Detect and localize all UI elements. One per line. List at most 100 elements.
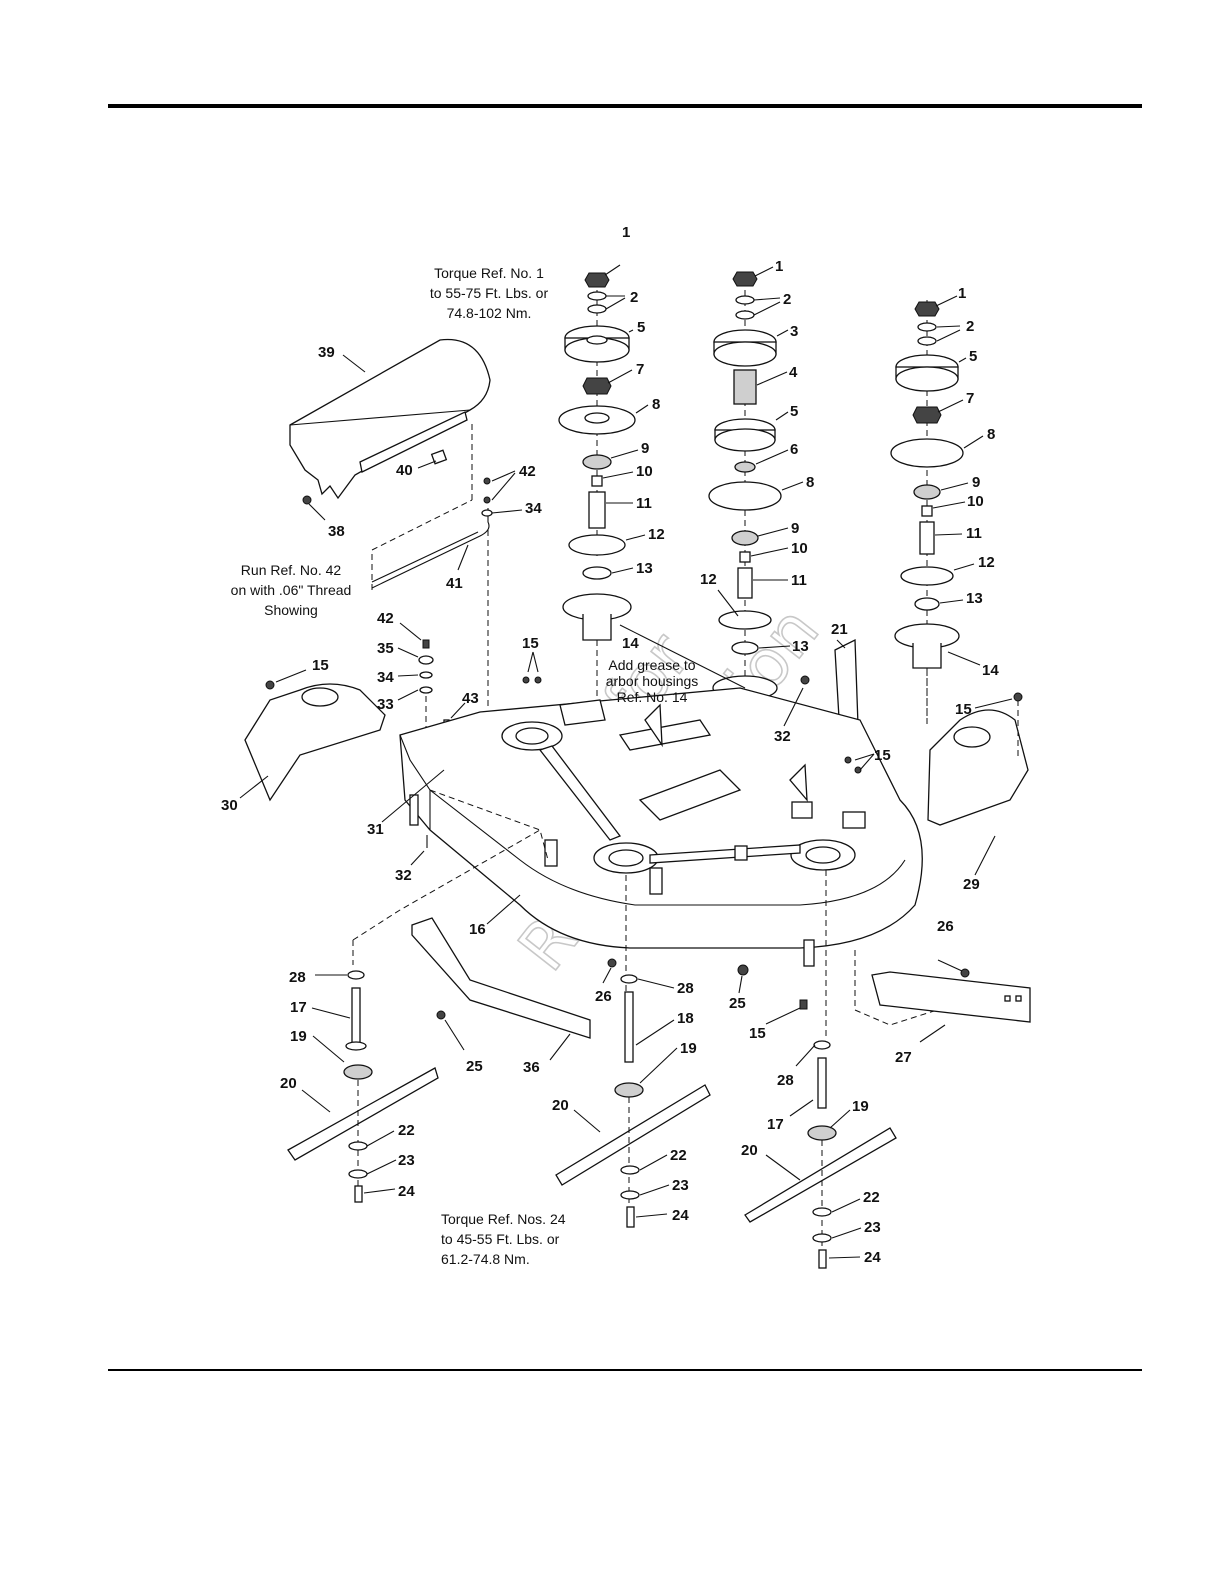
callout-label: 24 <box>864 1249 881 1266</box>
callout-label: 10 <box>636 463 653 480</box>
callout-label: 21 <box>831 621 848 638</box>
callout-label: 23 <box>864 1219 881 1236</box>
callout-label: 15 <box>312 657 329 674</box>
callout-label: 20 <box>552 1097 569 1114</box>
note-line: 61.2-74.8 Nm. <box>441 1251 530 1267</box>
part-36-front-guard <box>411 917 591 1039</box>
part-4-hub-center <box>733 369 757 405</box>
note-line: Torque Ref. Nos. 24 <box>441 1211 566 1227</box>
callout-label: 20 <box>280 1075 297 1092</box>
callout-label: 11 <box>636 495 652 512</box>
left-blade-assembly <box>287 970 439 1203</box>
callout-label: 31 <box>367 821 384 838</box>
note-run-ref: Run Ref. No. 42 on with .06" Thread Show… <box>231 562 352 618</box>
callout-label: 22 <box>863 1189 880 1206</box>
part-39-belt-cover <box>289 338 491 505</box>
note-line: Torque Ref. No. 1 <box>434 265 544 281</box>
callout-label: 23 <box>672 1177 689 1194</box>
callout-label: 28 <box>289 969 306 986</box>
part-41-rod <box>371 420 493 710</box>
note-line: Run Ref. No. 42 <box>241 562 342 578</box>
part-1-nut-left <box>584 272 610 288</box>
callout-label: 25 <box>729 995 746 1012</box>
callout-label: 10 <box>791 540 808 557</box>
callout-label: 32 <box>774 728 791 745</box>
note-line: Showing <box>264 602 318 618</box>
callout-label: 7 <box>966 390 974 407</box>
callout-label: 33 <box>377 696 394 713</box>
left-spindle-assembly <box>558 272 636 641</box>
callout-label: 34 <box>525 500 542 517</box>
header-rule <box>108 104 1142 108</box>
note-line: to 55-75 Ft. Lbs. or <box>430 285 549 301</box>
callout-label: 8 <box>652 396 660 413</box>
callout-label: 15 <box>749 1025 766 1042</box>
footer-rule <box>108 1369 1142 1371</box>
callout-label: 27 <box>895 1049 912 1066</box>
callout-label: 24 <box>398 1183 415 1200</box>
right-spindle-assembly <box>890 300 964 720</box>
note-torque-top: Torque Ref. No. 1 to 55-75 Ft. Lbs. or 7… <box>430 265 549 321</box>
part-29-baffle-right <box>927 692 1029 826</box>
callout-label: 35 <box>377 640 394 657</box>
center-spindle-assembly <box>708 271 782 721</box>
callout-numbers: 1 2 5 7 8 9 10 11 12 13 14 1 2 3 4 5 6 8… <box>221 224 999 1266</box>
callout-label: 39 <box>318 344 335 361</box>
callout-label: 11 <box>791 572 807 589</box>
callout-label: 20 <box>741 1142 758 1159</box>
part-8-bracket-center <box>708 481 782 511</box>
callout-label: 2 <box>630 289 638 306</box>
note-line: Add grease to <box>608 657 695 673</box>
center-blade-assembly <box>555 958 711 1228</box>
part-9-bearing-left <box>582 454 612 470</box>
leader-lines <box>239 264 1013 1259</box>
part-1-nut-right <box>914 301 940 317</box>
callout-label: 24 <box>672 1207 689 1224</box>
callout-label: 28 <box>677 980 694 997</box>
callout-label: 26 <box>937 918 954 935</box>
callout-label: 8 <box>987 426 995 443</box>
callout-label: 19 <box>852 1098 869 1115</box>
callout-label: 9 <box>641 440 649 457</box>
callout-label: 16 <box>469 921 486 938</box>
callout-label: 1 <box>775 258 783 275</box>
part-1-nut-center <box>732 271 758 287</box>
part-7-nut-left <box>582 377 612 395</box>
callout-label: 12 <box>648 526 665 543</box>
callout-label: 9 <box>972 474 980 491</box>
callout-label: 15 <box>874 747 891 764</box>
callout-label: 6 <box>790 441 798 458</box>
callout-label: 32 <box>395 867 412 884</box>
callout-label: 18 <box>677 1010 694 1027</box>
callout-label: 1 <box>958 285 966 302</box>
callout-label: 19 <box>290 1028 307 1045</box>
callout-label: 25 <box>466 1058 483 1075</box>
callout-label: 19 <box>680 1040 697 1057</box>
callout-label: 13 <box>966 590 983 607</box>
note-line: on with .06" Thread <box>231 582 352 598</box>
right-blade-assembly <box>737 964 897 1269</box>
callout-label: 13 <box>792 638 809 655</box>
callout-label: 3 <box>790 323 798 340</box>
callout-label: 7 <box>636 361 644 378</box>
callout-label: 15 <box>522 635 539 652</box>
callout-label: 12 <box>700 571 717 588</box>
callout-label: 17 <box>290 999 307 1016</box>
callout-label: 2 <box>966 318 974 335</box>
callout-label: 42 <box>377 610 394 627</box>
note-torque-bottom: Torque Ref. Nos. 24 to 45-55 Ft. Lbs. or… <box>441 1211 566 1267</box>
part-27-rear-guard <box>871 968 1031 1023</box>
callout-label: 8 <box>806 474 814 491</box>
part-11-spacer-left <box>588 491 606 529</box>
note-line: Ref. No. 14 <box>617 689 688 705</box>
callout-label: 1 <box>622 224 630 241</box>
note-line: arbor housings <box>606 673 699 689</box>
part-30-baffle-left <box>244 680 386 802</box>
callout-label: 5 <box>969 348 977 365</box>
callout-label: 13 <box>636 560 653 577</box>
callout-label: 34 <box>377 669 394 686</box>
note-grease: Add grease to arbor housings Ref. No. 14 <box>606 657 699 705</box>
callout-label: 23 <box>398 1152 415 1169</box>
